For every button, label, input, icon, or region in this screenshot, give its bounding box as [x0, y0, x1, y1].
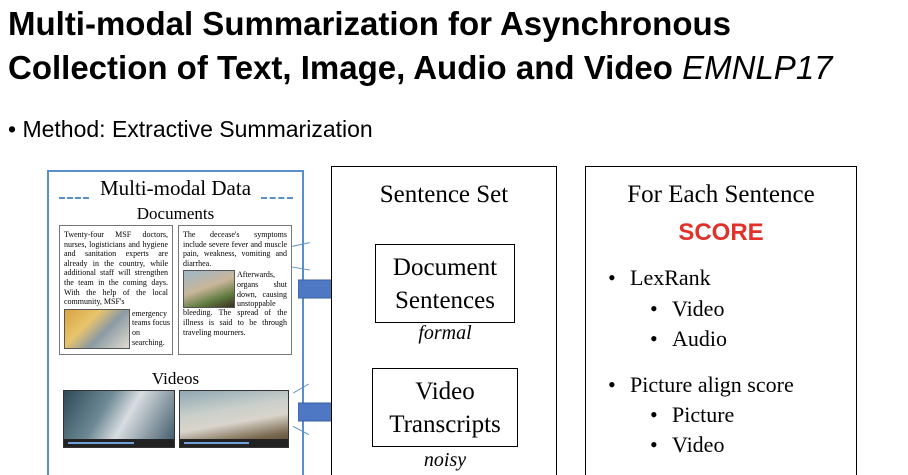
sentence-set-title: Sentence Set: [379, 181, 509, 208]
list-item-video-2: • Video: [650, 432, 724, 458]
document-1-text: Twenty-four MSF doctors, nurses, logisti…: [64, 230, 168, 307]
document-1: Twenty-four MSF doctors, nurses, logisti…: [59, 225, 173, 355]
list-item-label: Video: [672, 432, 725, 457]
list-item-audio: • Audio: [650, 326, 727, 352]
list-item-label: Picture align score: [630, 372, 794, 397]
videos-label: Videos: [151, 369, 200, 388]
video-transcripts-box: Video Transcripts: [372, 368, 518, 447]
video-thumbnail-1[interactable]: [63, 390, 175, 448]
document-1-text-2: emergency teams focus on searching.: [132, 308, 170, 347]
list-item-picture-align-score: • Picture align score: [608, 372, 794, 398]
document-sentences-box: Document Sentences: [375, 244, 515, 323]
video-1-controls[interactable]: [64, 439, 174, 447]
slide-title: Multi-modal Summarization for Asynchrono…: [8, 2, 908, 90]
title-line-2: Collection of Text, Image, Audio and Vid…: [8, 46, 908, 90]
dashed-line-left: [59, 197, 89, 199]
for-each-sentence-box: For Each Sentence SCORE •LexRank •Video …: [585, 166, 857, 475]
list-item-label: Video: [672, 296, 725, 321]
list-item-label: Audio: [672, 326, 727, 351]
noisy-caption: noisy: [423, 449, 467, 471]
document-sentences-line-1: Document: [392, 254, 498, 281]
document-1-bottom: emergency teams focus on searching.: [64, 308, 170, 349]
document-2-text: The decease's symptoms include severe fe…: [183, 230, 287, 268]
title-venue: EMNLP17: [682, 49, 833, 86]
formal-caption: formal: [418, 322, 472, 344]
video-1-progress: [68, 442, 134, 444]
video-thumbnail-2[interactable]: [179, 390, 289, 448]
data-panel-title: Multi-modal Data: [99, 176, 252, 200]
document-2-middle: Afterwards, organs shut down, causing un…: [183, 270, 287, 309]
document-2-image: [183, 270, 235, 309]
multimodal-data-panel: Multi-modal Data Documents Twenty-four M…: [47, 170, 304, 475]
video-2-progress: [184, 442, 249, 444]
method-bullet: • Method: Extractive Summarization: [8, 116, 373, 142]
document-2: The decease's symptoms include severe fe…: [178, 225, 292, 355]
list-item-label: LexRank: [630, 265, 711, 290]
document-2-text-3: bleeding. The spread of the illness is s…: [183, 308, 287, 337]
score-label: SCORE: [678, 219, 764, 246]
video-transcripts-line-2: Transcripts: [389, 411, 501, 438]
bullet-icon: •: [650, 296, 658, 321]
list-item-label: Picture: [672, 402, 735, 427]
bullet-icon: •: [608, 265, 616, 290]
list-item-picture: • Picture: [650, 402, 734, 428]
document-sentences-line-2: Sentences: [395, 287, 495, 314]
bullet-icon: •: [650, 326, 658, 351]
dashed-line-right: [261, 197, 293, 199]
list-item-video: • Video: [650, 296, 724, 322]
document-1-image: [64, 308, 130, 349]
documents-label: Documents: [136, 204, 215, 223]
bullet-icon: •: [650, 432, 658, 457]
list-item-lexrank: • LexRank: [608, 265, 711, 291]
title-line-2-main: Collection of Text, Image, Audio and Vid…: [8, 49, 673, 86]
video-2-controls[interactable]: [180, 439, 288, 447]
bullet-icon: •: [608, 372, 616, 397]
title-line-1: Multi-modal Summarization for Asynchrono…: [8, 5, 731, 42]
document-2-text-2: Afterwards, organs shut down, causing un…: [237, 270, 287, 309]
bullet-icon: •: [650, 402, 658, 427]
sentence-set-box: Sentence Set Document Sentences formal V…: [331, 166, 557, 475]
for-each-sentence-title: For Each Sentence: [627, 181, 815, 208]
video-transcripts-line-1: Video: [415, 378, 475, 405]
